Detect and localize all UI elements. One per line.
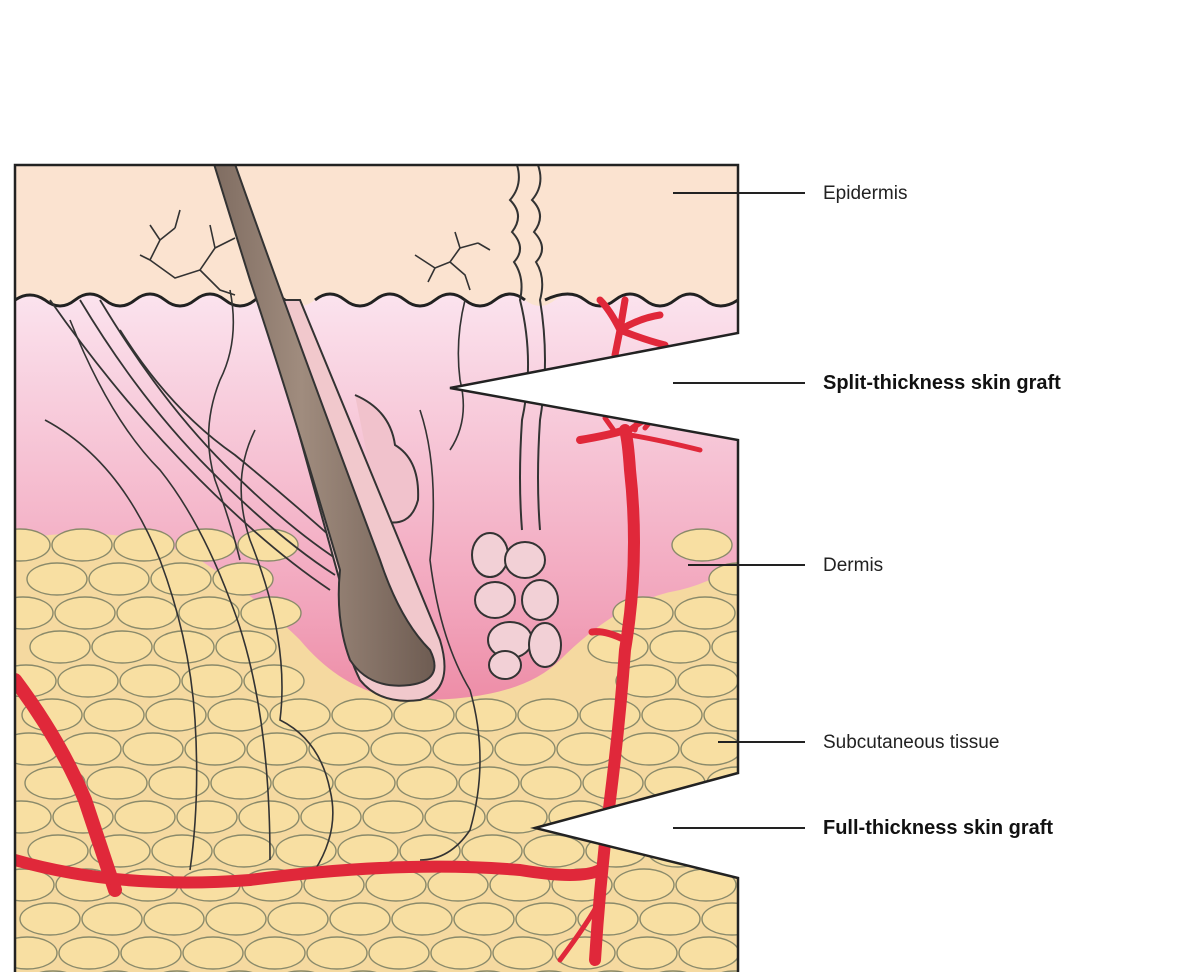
- fat-cell: [276, 835, 336, 867]
- fat-cell: [121, 937, 181, 969]
- fat-cell: [120, 665, 180, 697]
- fat-cell: [672, 529, 732, 561]
- fat-cell: [117, 597, 177, 629]
- fat-cell: [650, 631, 710, 663]
- fat-cell: [247, 733, 307, 765]
- fat-cell: [273, 767, 333, 799]
- fat-cell: [82, 903, 142, 935]
- fat-cell: [369, 937, 429, 969]
- fat-cell: [363, 801, 423, 833]
- dermis-label: Dermis: [823, 556, 883, 575]
- fat-cell: [177, 801, 237, 833]
- fat-cell: [245, 937, 305, 969]
- fat-cell: [459, 767, 519, 799]
- fat-cell: [183, 937, 243, 969]
- fat-cell: [20, 903, 80, 935]
- fat-cell: [268, 903, 328, 935]
- fat-cell: [613, 597, 673, 629]
- fat-cell: [394, 699, 454, 731]
- fat-cell: [0, 597, 53, 629]
- fat-cell: [185, 733, 245, 765]
- fat-cell: [146, 699, 206, 731]
- fat-cell: [702, 903, 762, 935]
- fat-cell: [712, 631, 772, 663]
- fat-cell: [456, 699, 516, 731]
- fat-cell: [238, 529, 298, 561]
- split-thickness-graft-label: Split-thickness skin graft: [823, 373, 1061, 393]
- fat-cell: [586, 835, 646, 867]
- fat-cell: [270, 699, 330, 731]
- fat-cell: [309, 733, 369, 765]
- fat-cell: [392, 903, 452, 935]
- fat-cell: [710, 835, 770, 867]
- fat-cell: [619, 733, 679, 765]
- fat-cell: [92, 631, 152, 663]
- fat-cell: [214, 835, 274, 867]
- fat-cell: [0, 937, 57, 969]
- fat-cell: [493, 937, 553, 969]
- fat-cell: [149, 767, 209, 799]
- full-thickness-graft-label: Full-thickness skin graft: [823, 818, 1053, 838]
- fat-cell: [428, 869, 488, 901]
- fat-cell: [617, 937, 677, 969]
- fat-cell: [144, 903, 204, 935]
- fat-cell: [518, 699, 578, 731]
- fat-cell: [516, 903, 576, 935]
- fat-cell: [397, 767, 457, 799]
- fat-cell: [371, 733, 431, 765]
- fat-cell: [307, 937, 367, 969]
- fat-cell: [244, 665, 304, 697]
- fat-cell: [151, 563, 211, 595]
- fat-cell: [679, 937, 739, 969]
- fat-cell: [642, 699, 702, 731]
- fat-cell: [59, 937, 119, 969]
- fat-cell: [87, 767, 147, 799]
- fat-cell: [0, 801, 51, 833]
- fat-cell: [676, 869, 736, 901]
- fat-cell: [557, 733, 617, 765]
- fat-cell: [114, 529, 174, 561]
- fat-cell: [521, 767, 581, 799]
- fat-cell: [89, 563, 149, 595]
- fat-cell: [0, 529, 50, 561]
- fat-cell: [495, 733, 555, 765]
- fat-cell: [206, 903, 266, 935]
- fat-cell: [431, 937, 491, 969]
- fat-cell: [27, 563, 87, 595]
- fat-cell: [208, 699, 268, 731]
- fat-cell: [335, 767, 395, 799]
- tissue-block: [0, 12, 772, 973]
- fat-cell: [84, 699, 144, 731]
- fat-cell: [211, 767, 271, 799]
- fat-cell: [123, 733, 183, 765]
- fat-cell: [115, 801, 175, 833]
- fat-cell: [640, 903, 700, 935]
- fat-cell: [645, 767, 705, 799]
- fat-cell: [154, 631, 214, 663]
- fat-cell: [433, 733, 493, 765]
- fat-cell: [681, 733, 741, 765]
- fat-cell: [330, 903, 390, 935]
- epidermis-label: Epidermis: [823, 184, 907, 203]
- fat-cell: [675, 597, 735, 629]
- subcutaneous-tissue-label: Subcutaneous tissue: [823, 733, 999, 752]
- fat-cell: [152, 835, 212, 867]
- fat-cell: [704, 699, 764, 731]
- fat-cell: [30, 631, 90, 663]
- fat-cell: [332, 699, 392, 731]
- fat-cell: [678, 665, 738, 697]
- fat-cell: [52, 529, 112, 561]
- fat-cell: [524, 835, 584, 867]
- fat-cell: [55, 597, 115, 629]
- fat-cell: [454, 903, 514, 935]
- fat-cell: [58, 665, 118, 697]
- fat-cell: [614, 869, 674, 901]
- fat-cell: [580, 699, 640, 731]
